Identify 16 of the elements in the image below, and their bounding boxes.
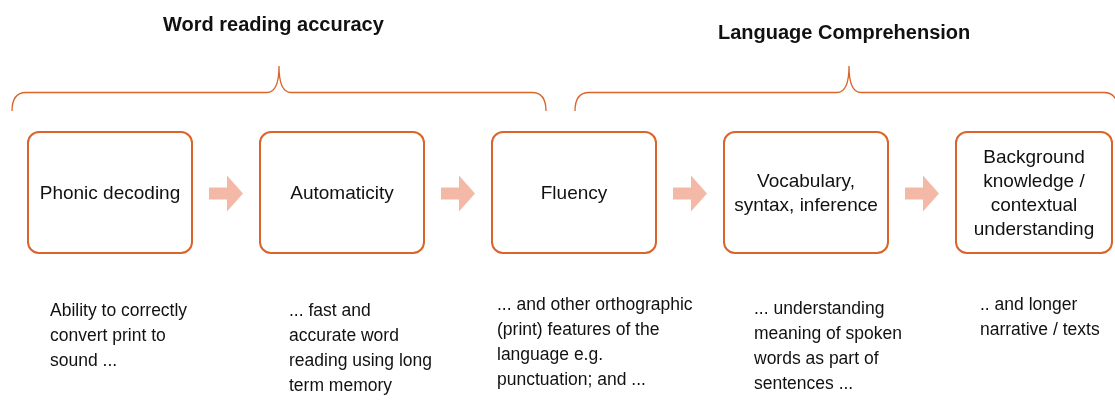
process-box: Background knowledge / contextual understanding <box>955 131 1113 254</box>
description-text: .. and longer narrative / texts <box>980 293 1101 341</box>
process-box: Fluency <box>491 131 657 254</box>
process-box: Phonic decoding <box>27 131 193 254</box>
block-arrow <box>673 175 707 212</box>
description-text: Ability to correctly convert print to sound ... <box>50 299 189 372</box>
process-box: Automaticity <box>259 131 425 254</box>
description-text: ... and other orthographic (print) features of the language e.g. punctuation; and ... <box>497 293 694 391</box>
block-arrow <box>441 175 475 212</box>
description-text: ... fast and accurate word reading using long term memory <box>289 299 434 397</box>
block-arrow <box>209 175 243 212</box>
process-box: Vocabulary, syntax, inference <box>723 131 889 254</box>
section-heading: Language Comprehension <box>718 21 971 44</box>
section-heading: Word reading accuracy <box>163 13 384 36</box>
description-text: ... understanding meaning of spoken words as part of sentences ... <box>754 297 903 395</box>
block-arrow <box>905 175 939 212</box>
